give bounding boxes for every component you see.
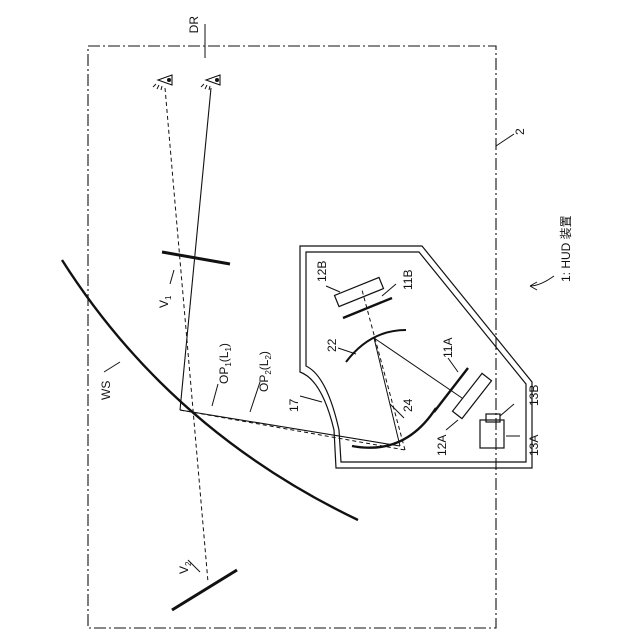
internal-path-a: [374, 338, 400, 446]
light-source-13a: [480, 420, 504, 448]
concave-mirror-24: [352, 408, 436, 448]
virtual-image-v1: [162, 252, 230, 264]
hud-housing-outer: [300, 246, 532, 468]
label-11b: 11B: [401, 270, 415, 290]
label-v1: V1: [157, 295, 173, 308]
vehicle-leader: [496, 134, 514, 146]
label-dr: DR: [187, 16, 201, 34]
sight-line-2: [180, 88, 211, 410]
display-11a: [434, 368, 468, 412]
eye-icon: [153, 75, 172, 90]
label-22: 22: [325, 338, 339, 352]
sight-line-1: [165, 88, 208, 582]
label-11a: 11A: [441, 338, 455, 358]
vehicle-frame: [88, 46, 496, 628]
label-hud: 1: HUD 装置: [559, 215, 573, 282]
light-source-13b: [486, 414, 500, 422]
ws-leader: [104, 362, 120, 372]
label-vehicle-2: 2: [513, 128, 527, 135]
op1-leader: [212, 384, 218, 406]
label-12a: 12A: [435, 435, 449, 456]
label-11a-leader: [448, 358, 458, 372]
housing-17-leader: [300, 396, 322, 402]
internal-path-c: [362, 290, 405, 450]
virtual-image-v2: [172, 570, 237, 610]
display-12b: [334, 277, 383, 306]
label-13b-leader: [500, 404, 514, 416]
label-op2-l2: OP2(L2): [257, 351, 273, 392]
label-12a-leader: [446, 420, 458, 430]
eye-icon: [201, 75, 220, 90]
label-17: 17: [287, 398, 301, 412]
label-24: 24: [401, 398, 415, 412]
display-11b: [343, 298, 392, 318]
label-op1-l1: OP1(L1): [217, 343, 233, 384]
label-12b-leader: [326, 286, 340, 292]
label-12b: 12B: [315, 261, 329, 282]
label-13a: 13A: [527, 435, 541, 456]
label-13b: 13B: [527, 385, 541, 406]
mirror-22-leader: [338, 348, 356, 354]
label-v2: V2: [177, 561, 193, 574]
v1-leader: [170, 270, 174, 284]
label-ws: WS: [99, 381, 113, 400]
label-11b-leader: [382, 284, 396, 296]
